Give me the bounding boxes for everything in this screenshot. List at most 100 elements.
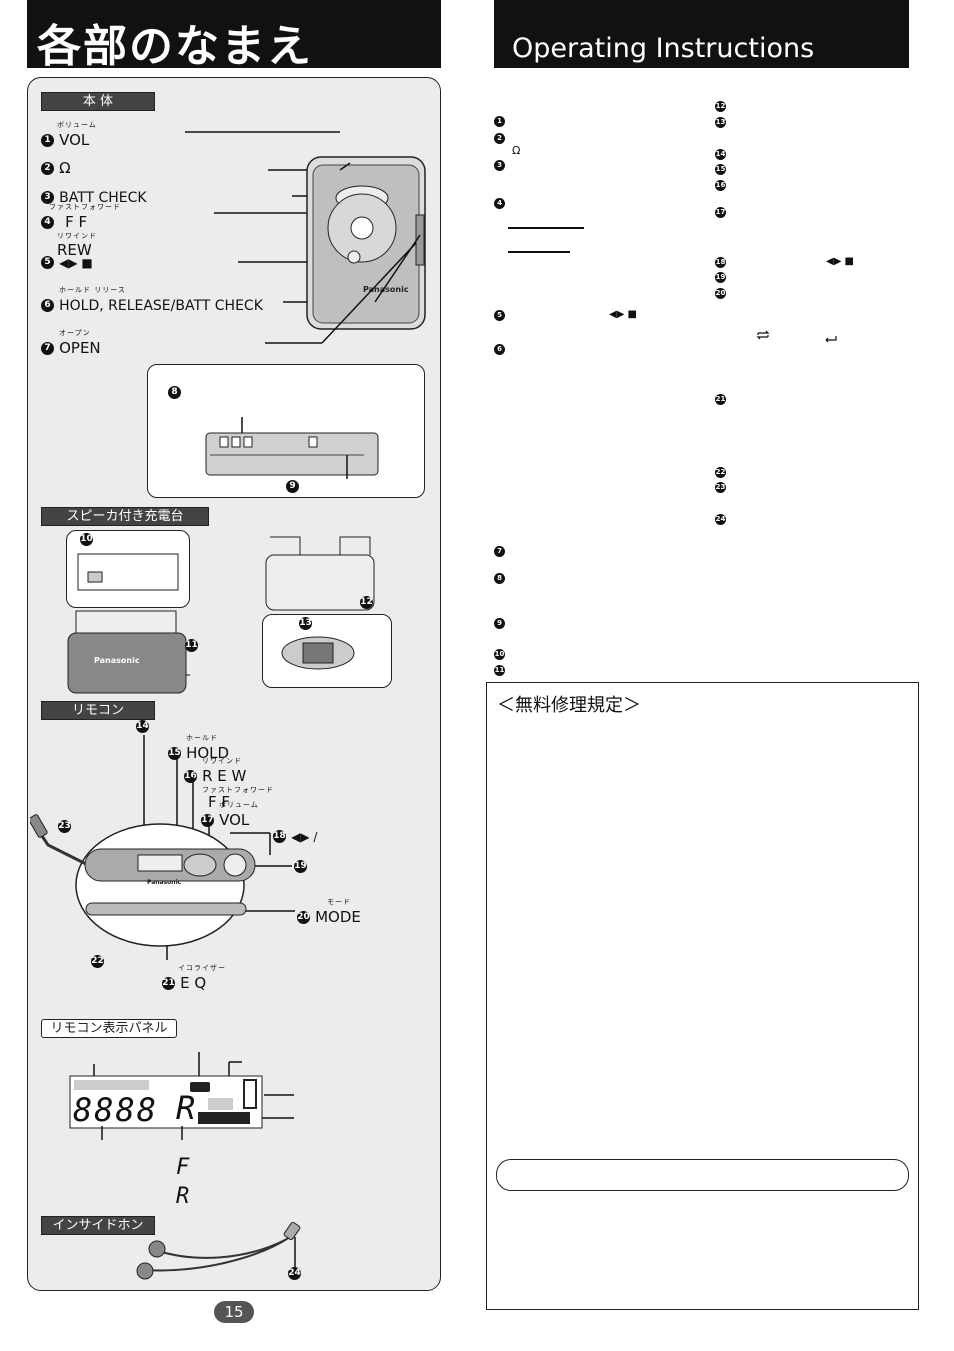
page-number: 15 [214,1301,254,1323]
rc1-text-5: ◀▶ ■ [609,309,638,320]
right-col1-item-4: 4 [494,190,505,209]
part-4: ファストフォワード 4 F F リワインド REW [41,202,121,259]
charger-slot-illustration [77,553,179,591]
rc1-num-6: 6 [494,344,505,355]
speaker-num-12: 12 [360,596,373,609]
rc2-num-14: 14 [715,149,726,160]
rc2-num-16: 16 [715,180,726,191]
remote-16-ruby: リワインド [202,757,242,765]
right-col1-item-3: 3 [494,152,505,171]
rc2-text-18: ◀▶ ■ [826,256,855,267]
remote-num-19: 19 [294,860,307,873]
remote-17-ruby: ボリューム [219,801,259,809]
svg-text:Panasonic: Panasonic [147,879,182,886]
remote-20-ruby: モード [327,898,351,906]
rc1-num-1: 1 [494,116,505,127]
repair-title: ＜無料修理規定＞ [497,695,641,716]
earphone-illustration [136,1221,301,1280]
remote-21-ruby: イコライザー [178,964,226,972]
rc1-num-11: 11 [494,665,505,676]
part-4-num: 4 [41,216,54,229]
charger-slot-callout: 10 [66,530,190,608]
remote-17-label: VOL [219,811,250,829]
right-col2-item-14: 14 [715,141,726,160]
rc2-num-15: 15 [715,164,726,175]
part-5-label: ◀▶ ■ [59,256,93,270]
remote-num-23: 23 [58,820,71,833]
part-4-label2: REW [57,241,92,259]
jp-title: 各部のなまえ [37,21,313,72]
remote-15-ruby: ホールド [186,734,218,742]
remote-16-ruby2: ファストフォワード [202,786,274,794]
rc2-num-19: 19 [715,272,726,283]
rc2-num-12: 12 [715,101,726,112]
part-7: オープン 7 OPEN [41,328,101,357]
callout-num-9: 9 [286,480,299,493]
right-col2-item-13: 13 [715,109,726,128]
rc1-num-3: 3 [494,160,505,171]
right-col2-item-23: 23 [715,474,726,493]
headphone-icon: Ω [59,159,71,177]
right-col1-item-10: 10 [494,641,505,660]
remote-num-14: 14 [136,720,149,733]
right-col1-item-5: 5 ◀▶ ■ [494,302,637,321]
right-col2-item-18: 18◀▶ ■ [715,249,854,268]
rc2-num-13: 13 [715,117,726,128]
rc2-num-17: 17 [715,207,726,218]
right-col2-item-21: 21 [715,386,726,405]
rc1-num-8: 8 [494,573,505,584]
repeat-icons [756,330,837,343]
part-3-num: 3 [41,191,54,204]
rc1-num-10: 10 [494,649,505,660]
right-col1-item-9: 9 [494,610,505,629]
part-1-label: VOL [59,131,90,149]
part-2: 2 Ω [41,158,71,177]
rc1-text-2: Ω [512,144,521,157]
remote-part-18: 18 ◀▶ / [273,826,317,845]
part-6: ホールド リリース 6 HOLD, RELEASE/BATT CHECK [41,285,263,314]
right-col1-item-7: 7 [494,538,505,557]
section-tag-display: リモコン表示パネル [41,1019,177,1038]
cassette-player-illustration: Panasonic [185,131,426,344]
part-6-label: HOLD, RELEASE/BATT CHECK [59,298,263,314]
remote-21-label: E Q [180,974,207,992]
right-col2-item-20: 20 [715,280,726,299]
en-header-bar: Operating Instructions [494,0,909,68]
rc2-num-23: 23 [715,482,726,493]
remote-num-22: 22 [91,955,104,968]
part-7-num: 7 [41,342,54,355]
remote-part-21: イコライザー 21 E Q [162,963,226,992]
remote-num-17: 17 [201,814,214,827]
right-col1-item-8: 8 [494,565,505,584]
part-2-num: 2 [41,162,54,175]
part-4-ruby: ファストフォワード [49,203,121,211]
part-6-ruby: ホールド リリース [59,286,126,294]
section-tag-speaker: スピーカ付き充電台 [41,507,209,526]
repair-inner-pill [496,1159,909,1191]
part-3: 3 BATT CHECK [41,187,147,206]
remote-part-16: リワインド 16 R E W ファストフォワード F F [184,756,274,810]
display-digits: 8888 [73,1091,159,1129]
section-tag-body: 本 体 [41,92,155,111]
right-col1-item-6: 6 [494,336,505,355]
rc1-num-9: 9 [494,618,505,629]
speaker-num-11: 11 [185,639,198,652]
section-tag-earphone: インサイドホン [41,1216,155,1235]
earphone-num-24: 24 [288,1267,301,1280]
remote-20-label: MODE [315,908,361,926]
speaker-num-10: 10 [80,533,93,546]
remote-part-17: ボリューム 17 VOL [201,800,259,829]
rc1-num-5: 5 [494,310,505,321]
section-tag-remote: リモコン [41,701,155,720]
rc1-num-2: 2 [494,133,505,144]
part-4-ruby2: リワインド [57,232,97,240]
part-5-num: 5 [41,256,54,269]
free-repair-box: ＜無料修理規定＞ [486,682,919,1310]
part-4-label: F F [65,213,88,231]
display-panel-illustration [69,1052,294,1140]
right-col2-item-24: 24 [715,506,726,525]
part-7-label: OPEN [59,339,101,357]
charger-detail-illustration [281,636,355,670]
rc1-num-7: 7 [494,546,505,557]
remote-part-20: モード 20 MODE [297,897,361,926]
